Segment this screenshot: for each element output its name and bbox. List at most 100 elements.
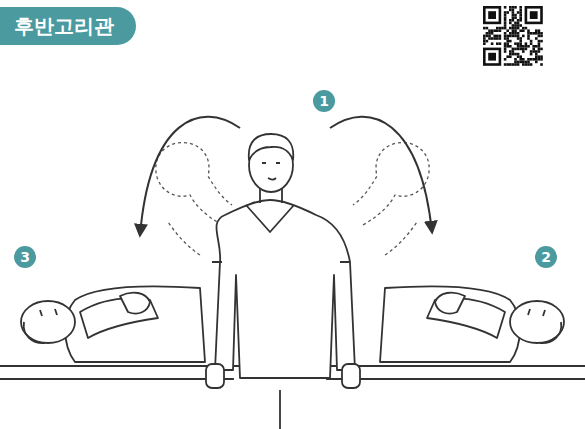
qr-module xyxy=(527,45,530,48)
qr-module xyxy=(504,16,507,19)
qr-module xyxy=(512,9,515,12)
qr-module xyxy=(512,11,515,14)
qr-module xyxy=(527,63,530,66)
qr-module xyxy=(512,14,515,17)
qr-module xyxy=(512,53,515,56)
qr-module xyxy=(517,22,520,25)
qr-module xyxy=(509,50,512,53)
qr-module xyxy=(535,45,538,48)
callout-number: 2 xyxy=(535,246,557,268)
qr-module xyxy=(512,19,515,22)
qr-module xyxy=(519,11,522,14)
qr-finder xyxy=(526,7,542,23)
qr-module xyxy=(519,45,522,48)
qr-module xyxy=(527,61,530,64)
qr-module xyxy=(504,63,507,66)
qr-module xyxy=(540,32,543,35)
qr-module xyxy=(522,48,525,51)
qr-module xyxy=(509,40,512,43)
qr-module xyxy=(509,45,512,48)
qr-module xyxy=(509,19,512,22)
qr-module xyxy=(496,27,499,30)
qr-module xyxy=(488,32,491,35)
qr-module xyxy=(519,16,522,19)
qr-module xyxy=(538,58,541,61)
qr-module xyxy=(535,29,538,32)
qr-module xyxy=(504,42,507,45)
qr-module xyxy=(514,22,517,25)
callout-number: 3 xyxy=(14,246,36,268)
qr-module xyxy=(496,29,499,32)
qr-module xyxy=(499,29,502,32)
qr-module xyxy=(504,48,507,51)
qr-module xyxy=(506,42,509,45)
qr-module xyxy=(527,29,530,32)
qr-module xyxy=(532,32,535,35)
qr-finder xyxy=(530,11,538,19)
qr-module xyxy=(532,50,535,53)
qr-module xyxy=(527,58,530,61)
qr-module xyxy=(483,40,486,43)
qr-module xyxy=(535,55,538,58)
qr-module xyxy=(517,53,520,56)
qr-module xyxy=(538,48,541,51)
qr-module xyxy=(535,37,538,40)
qr-module xyxy=(504,19,507,22)
qr-module xyxy=(499,37,502,40)
qr-module xyxy=(517,42,520,45)
qr-module xyxy=(514,63,517,66)
qr-module xyxy=(493,29,496,32)
qr-module xyxy=(506,55,509,58)
title-tab: 후반고리관 xyxy=(0,7,136,45)
qr-module xyxy=(535,53,538,56)
qr-module xyxy=(512,16,515,19)
qr-module xyxy=(519,42,522,45)
qr-module xyxy=(522,61,525,64)
qr-module xyxy=(530,58,533,61)
qr-module xyxy=(506,35,509,38)
qr-module xyxy=(522,63,525,66)
qr-finder xyxy=(484,7,500,23)
qr-module xyxy=(517,19,520,22)
qr-module xyxy=(483,42,486,45)
qr-module xyxy=(527,32,530,35)
qr-module xyxy=(506,40,509,43)
qr-module xyxy=(522,35,525,38)
qr-module xyxy=(504,27,507,30)
qr-module xyxy=(506,63,509,66)
qr-module xyxy=(514,24,517,27)
qr-module xyxy=(504,22,507,25)
qr-module xyxy=(525,48,528,51)
qr-module xyxy=(486,40,489,43)
qr-finder xyxy=(484,49,500,65)
qr-module xyxy=(519,37,522,40)
qr-module xyxy=(509,22,512,25)
qr-module xyxy=(486,32,489,35)
qr-module xyxy=(512,63,515,66)
qr-module xyxy=(535,32,538,35)
qr-module xyxy=(486,35,489,38)
qr-module xyxy=(519,19,522,22)
qr-module xyxy=(519,14,522,17)
qr-module xyxy=(504,50,507,53)
qr-module xyxy=(532,45,535,48)
qr-module xyxy=(512,50,515,53)
qr-module xyxy=(540,48,543,51)
qr-module xyxy=(517,55,520,58)
qr-module xyxy=(512,35,515,38)
qr-module xyxy=(517,32,520,35)
qr-module xyxy=(525,27,528,30)
qr-module xyxy=(530,40,533,43)
qr-module xyxy=(538,32,541,35)
qr-module xyxy=(504,32,507,35)
qr-module xyxy=(519,6,522,9)
qr-module xyxy=(525,63,528,66)
qr-module xyxy=(517,24,520,27)
qr-module xyxy=(493,35,496,38)
qr-module xyxy=(519,61,522,64)
qr-module xyxy=(506,29,509,32)
qr-module xyxy=(540,58,543,61)
qr-module xyxy=(496,42,499,45)
callout-number: 1 xyxy=(313,90,335,112)
